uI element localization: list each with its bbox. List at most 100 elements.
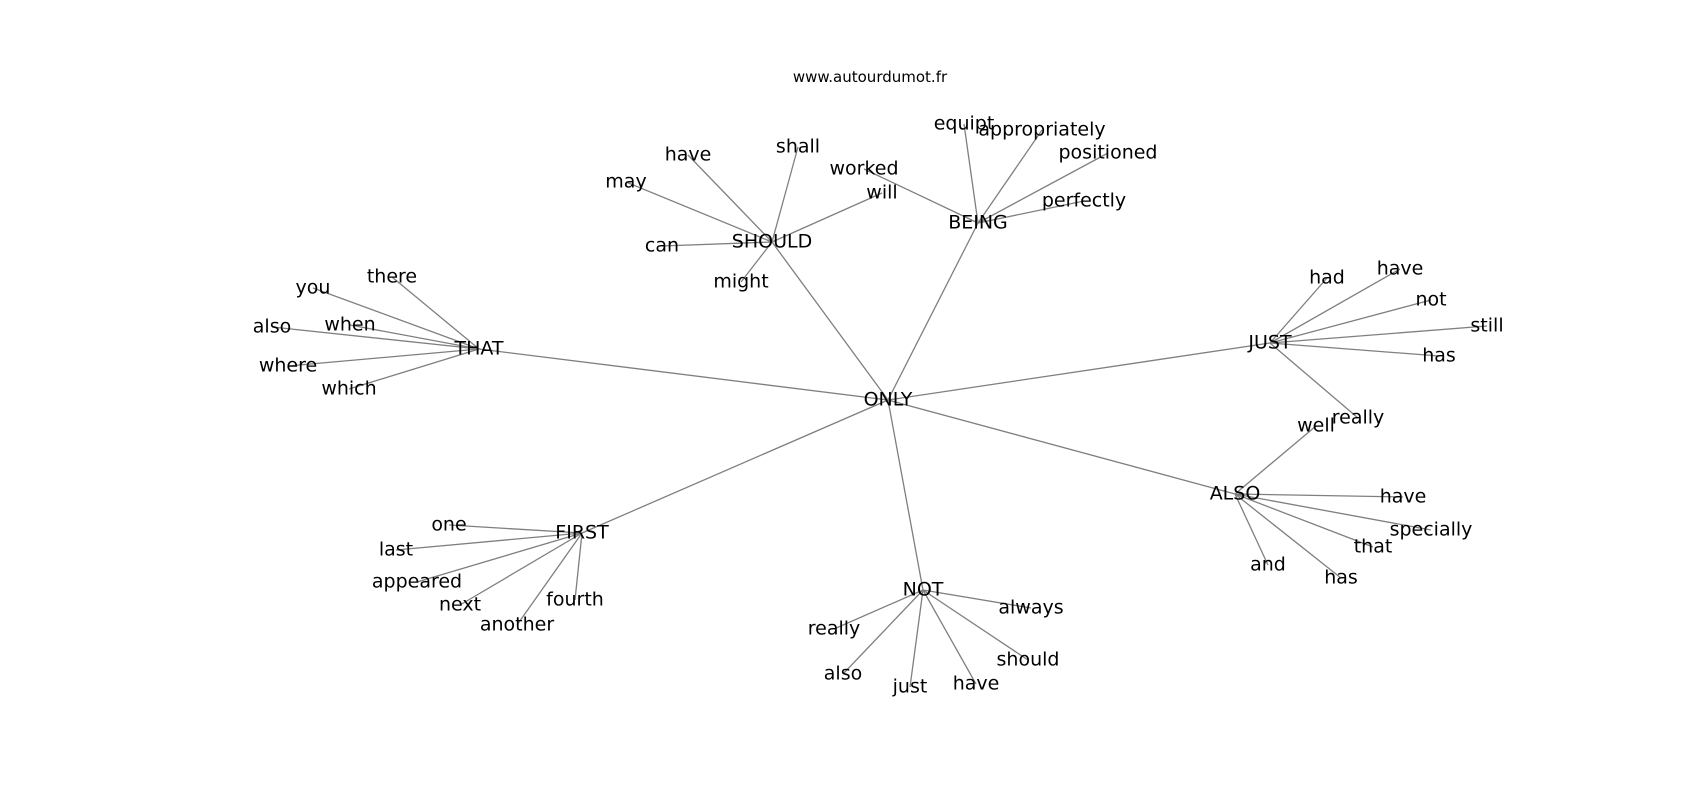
leaf-node: appropriately <box>978 119 1105 141</box>
leaf-node: have <box>1377 258 1424 280</box>
edge-not-have <box>922 589 977 685</box>
leaf-node: another <box>480 614 554 636</box>
leaf-node: has <box>1422 345 1456 367</box>
leaf-node: specially <box>1390 519 1473 541</box>
edge-that-where <box>287 348 480 367</box>
edge-first-appeared <box>416 532 583 583</box>
edge-center-not <box>887 399 924 591</box>
leaf-node: shall <box>776 136 820 158</box>
leaf-node: appeared <box>372 571 462 593</box>
leaf-node: and <box>1250 554 1286 576</box>
leaf-node: which <box>321 378 376 400</box>
edge-not-just <box>909 589 924 688</box>
edge-just-has <box>1269 342 1440 357</box>
edge-should-can <box>661 241 773 247</box>
site-credit: www.autourdumot.fr <box>793 68 948 86</box>
edge-first-next <box>459 532 583 606</box>
edge-just-had <box>1269 277 1328 344</box>
leaf-node: may <box>605 171 646 193</box>
edge-not-really <box>833 589 924 630</box>
edge-that-when <box>349 324 480 350</box>
edge-center-should <box>771 241 889 401</box>
edge-just-really <box>1269 342 1359 419</box>
edge-that-you <box>312 287 480 350</box>
hub-node-also: ALSO <box>1210 483 1261 505</box>
edge-being-positioned <box>977 152 1109 224</box>
hub-node-just: JUST <box>1247 332 1292 354</box>
leaf-node: when <box>324 314 375 336</box>
edge-also-that <box>1234 493 1374 548</box>
leaf-node: not <box>1415 289 1446 311</box>
leaf-node: really <box>1332 407 1385 429</box>
edge-that-also <box>271 326 480 350</box>
edge-also-and <box>1234 493 1269 566</box>
leaf-node: worked <box>829 158 898 180</box>
edge-just-have <box>1269 268 1401 344</box>
edge-not-also <box>842 589 924 675</box>
leaf-node: should <box>997 649 1060 671</box>
leaf-node: well <box>1297 415 1335 437</box>
edge-should-may <box>625 181 773 243</box>
edge-center-being <box>887 222 979 401</box>
leaf-node: still <box>1470 315 1503 337</box>
edge-being-appropriately <box>977 129 1043 224</box>
leaf-node: one <box>431 514 466 536</box>
edge-first-another <box>516 532 583 626</box>
leaf-node: have <box>953 673 1000 695</box>
edge-center-first <box>581 399 889 534</box>
leaf-node: always <box>998 597 1063 619</box>
leaf-node: also <box>253 316 291 338</box>
edge-should-might <box>740 241 773 283</box>
edge-also-well <box>1234 425 1317 495</box>
leaf-node: has <box>1324 567 1358 589</box>
hub-node-should: SHOULD <box>732 231 812 253</box>
edge-not-always <box>922 589 1032 609</box>
leaf-node: you <box>296 277 331 299</box>
edge-that-there <box>391 276 480 350</box>
edge-should-have <box>687 154 773 243</box>
leaf-node: have <box>665 144 712 166</box>
leaf-node: equipt <box>934 113 995 135</box>
edge-being-worked <box>863 168 979 224</box>
edge-center-that <box>478 348 889 401</box>
edge-just-still <box>1269 325 1488 344</box>
edge-center-just <box>887 342 1271 401</box>
leaf-node: there <box>367 266 417 288</box>
edge-also-have <box>1234 493 1404 498</box>
hub-node-being: BEING <box>948 212 1008 234</box>
edge-first-fourth <box>574 532 583 601</box>
edge-just-not <box>1269 299 1432 344</box>
leaf-node: have <box>1380 486 1427 508</box>
leaf-node: where <box>259 355 317 377</box>
leaf-node: that <box>1354 536 1393 558</box>
edge-first-one <box>448 524 583 534</box>
leaf-node: fourth <box>546 589 604 611</box>
hub-node-first: FIRST <box>555 522 609 544</box>
edge-should-shall <box>771 146 799 243</box>
leaf-node: next <box>439 594 481 616</box>
leaf-node: will <box>866 182 897 204</box>
edge-first-last <box>395 532 583 551</box>
edge-also-specially <box>1234 493 1432 531</box>
leaf-node: might <box>713 271 768 293</box>
edge-being-perfectly <box>977 200 1085 224</box>
center-node: ONLY <box>864 389 913 411</box>
graph-edges <box>271 123 1488 688</box>
leaf-node: really <box>808 618 861 640</box>
edge-center-also <box>887 399 1236 495</box>
leaf-node: also <box>824 663 862 685</box>
leaf-node: positioned <box>1058 142 1157 164</box>
edge-being-equipt <box>963 123 979 224</box>
leaf-node: just <box>892 676 928 698</box>
edge-also-has <box>1234 493 1342 579</box>
leaf-node: last <box>379 539 413 561</box>
leaf-node: can <box>645 235 679 257</box>
hub-node-not: NOT <box>903 579 944 601</box>
edge-should-will <box>771 192 883 243</box>
edge-that-which <box>348 348 480 390</box>
graph-labels: ONLY SHOULD have shall may will can might BEING e… <box>253 113 1504 698</box>
leaf-node: perfectly <box>1042 190 1126 212</box>
hub-node-that: THAT <box>453 338 503 360</box>
leaf-node: had <box>1309 267 1345 289</box>
